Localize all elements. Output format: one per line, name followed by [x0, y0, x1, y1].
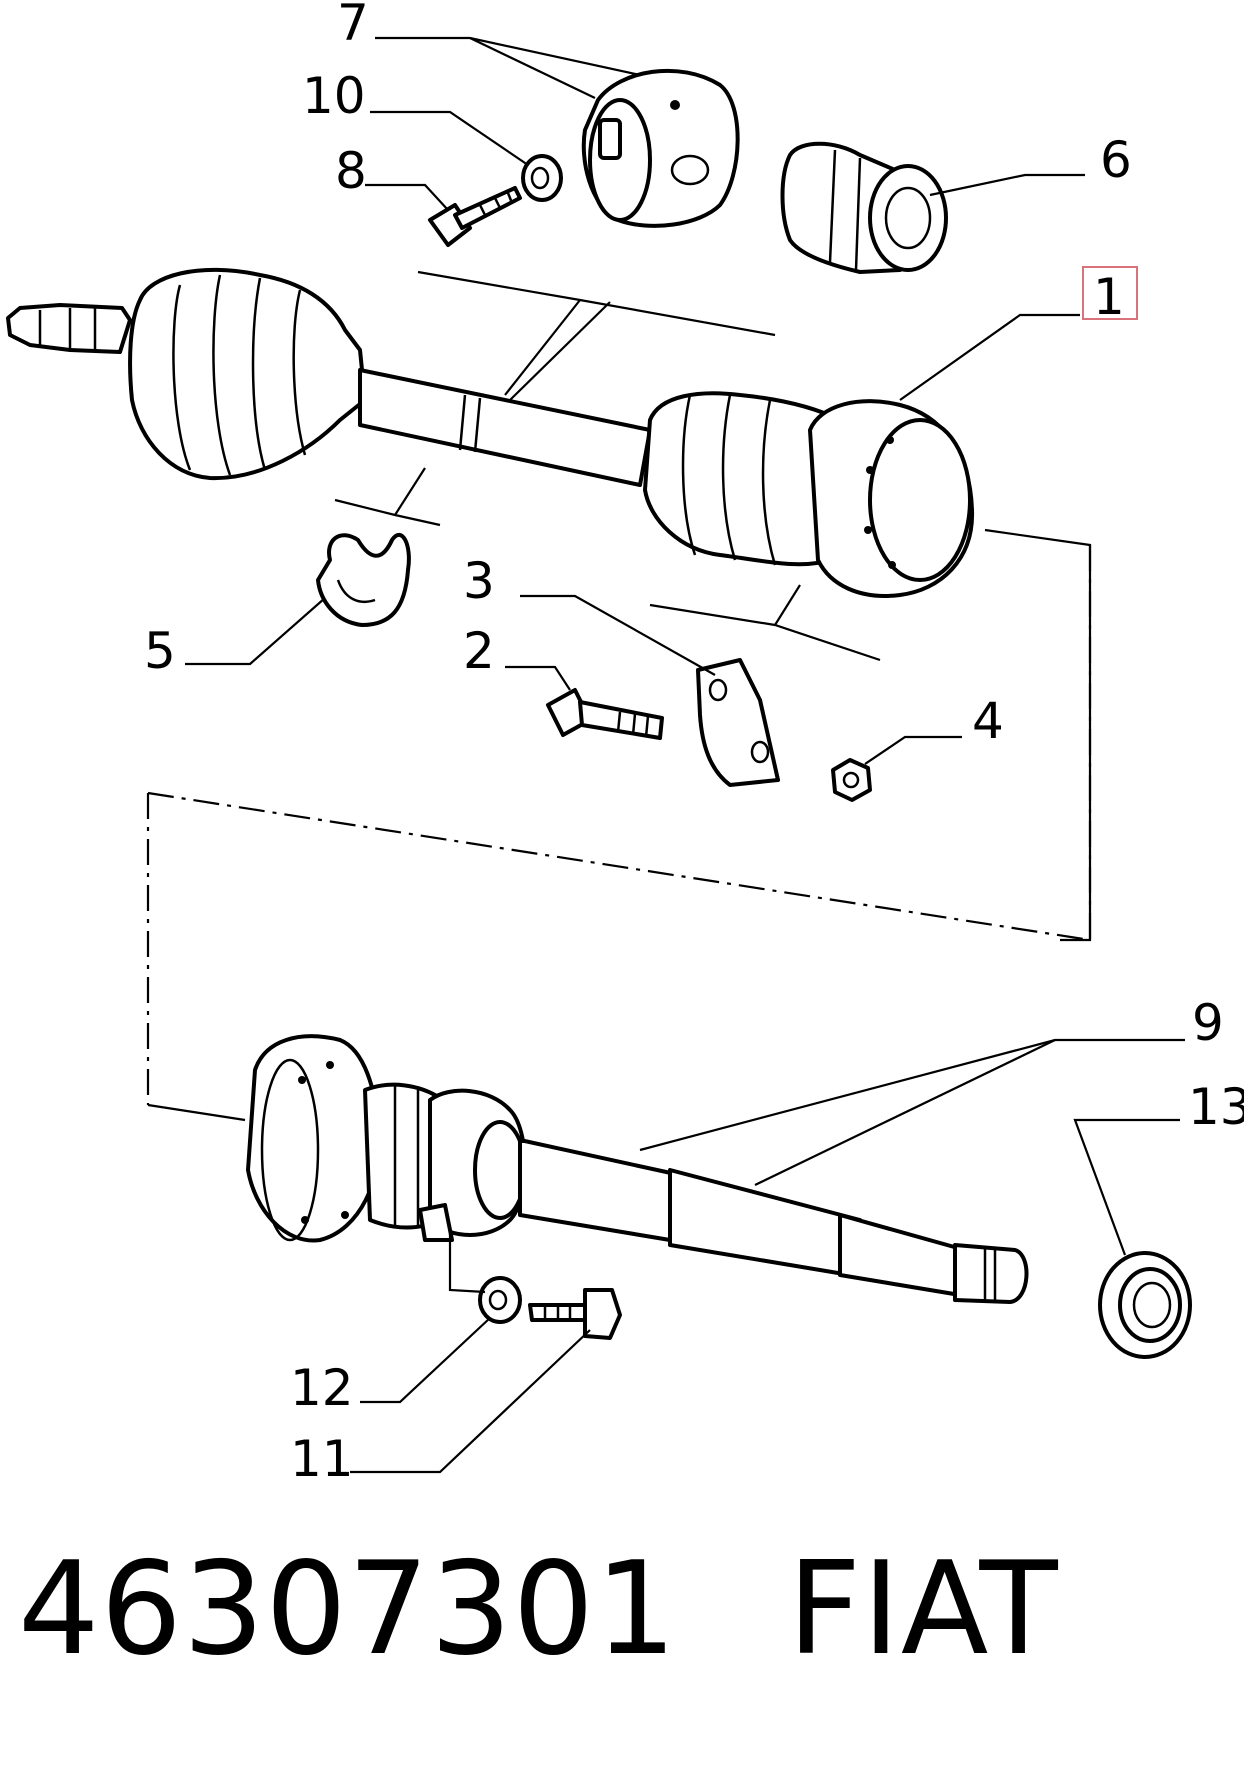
callout-4: 4	[972, 692, 1004, 750]
callout-12: 12	[290, 1359, 354, 1417]
bolt-part-2	[546, 688, 664, 740]
bolt-part-11	[528, 1288, 622, 1340]
plate-part-3	[696, 658, 780, 787]
callout-7: 7	[337, 0, 369, 52]
callout-5: 5	[144, 622, 176, 680]
callout-1: 1	[1093, 268, 1125, 326]
connection-lines	[146, 528, 1092, 1122]
callout-11: 11	[290, 1430, 354, 1488]
part-number: 46307301	[18, 1535, 678, 1684]
leader-lines	[185, 36, 1185, 1474]
callout-2: 2	[463, 622, 495, 680]
bearing-part-13	[1098, 1251, 1192, 1359]
callout-3: 3	[463, 552, 495, 610]
caption: 46307301 FIAT	[18, 1535, 1059, 1685]
washer-part-10	[521, 154, 563, 202]
intermediate-shaft-assembly	[246, 1034, 1029, 1304]
bearing-part-6	[780, 141, 948, 274]
callout-numbers: 7 10 8 6 1 3 5 2 4 9 13 12 11	[144, 0, 1244, 1488]
bearing-support-part-7	[581, 68, 740, 228]
callout-10: 10	[302, 67, 366, 125]
callout-9: 9	[1192, 994, 1224, 1052]
washer-part-12	[478, 1276, 522, 1324]
bolt-part-8	[428, 186, 522, 247]
upper-assembly-brackets	[334, 270, 881, 662]
brand-name: FIAT	[787, 1535, 1059, 1684]
callout-1-highlight-box	[1082, 266, 1138, 320]
nut-part-4	[831, 758, 872, 802]
callout-6: 6	[1100, 131, 1132, 189]
drive-shaft-assembly	[6, 267, 975, 598]
callout-13: 13	[1188, 1078, 1244, 1136]
clamp-part-5	[316, 532, 411, 627]
callout-8: 8	[335, 142, 367, 200]
